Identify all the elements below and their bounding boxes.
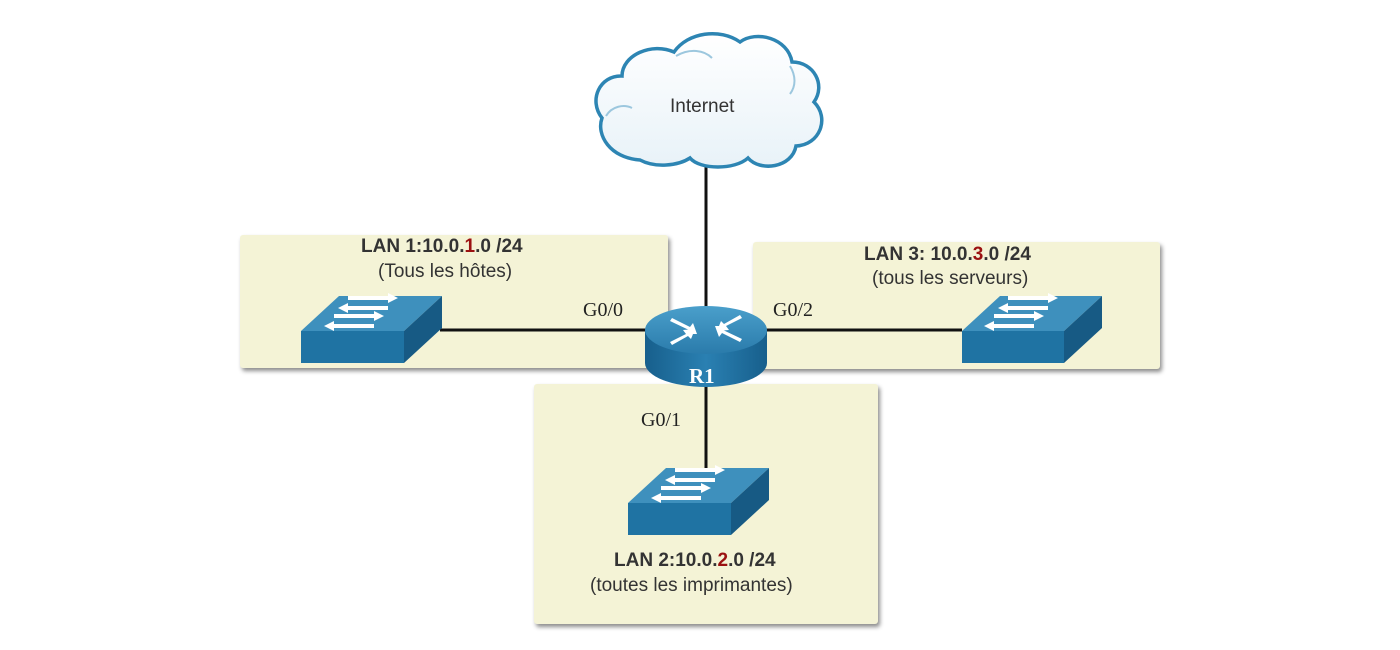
lan2-description: (toutes les imprimantes) (590, 575, 793, 596)
router-label: R1 (689, 364, 715, 388)
port-g0-0: G0/0 (583, 299, 623, 321)
lan3-description: (tous les serveurs) (872, 268, 1029, 289)
switch-icon (301, 293, 442, 363)
internet-label: Internet (670, 96, 735, 117)
cloud-icon (594, 31, 824, 169)
switch-icon (628, 465, 769, 535)
lan2-title: LAN 2:10.0.2.0 /24 (614, 550, 776, 571)
lan1-description: (Tous les hôtes) (378, 261, 513, 282)
lan1-title: LAN 1:10.0.1.0 /24 (361, 236, 523, 257)
switch-icon (962, 293, 1102, 363)
router-icon (645, 306, 767, 387)
port-g0-2: G0/2 (773, 299, 813, 321)
links (440, 163, 962, 472)
port-g0-1: G0/1 (641, 409, 681, 431)
lan3-title: LAN 3: 10.0.3.0 /24 (864, 244, 1031, 265)
